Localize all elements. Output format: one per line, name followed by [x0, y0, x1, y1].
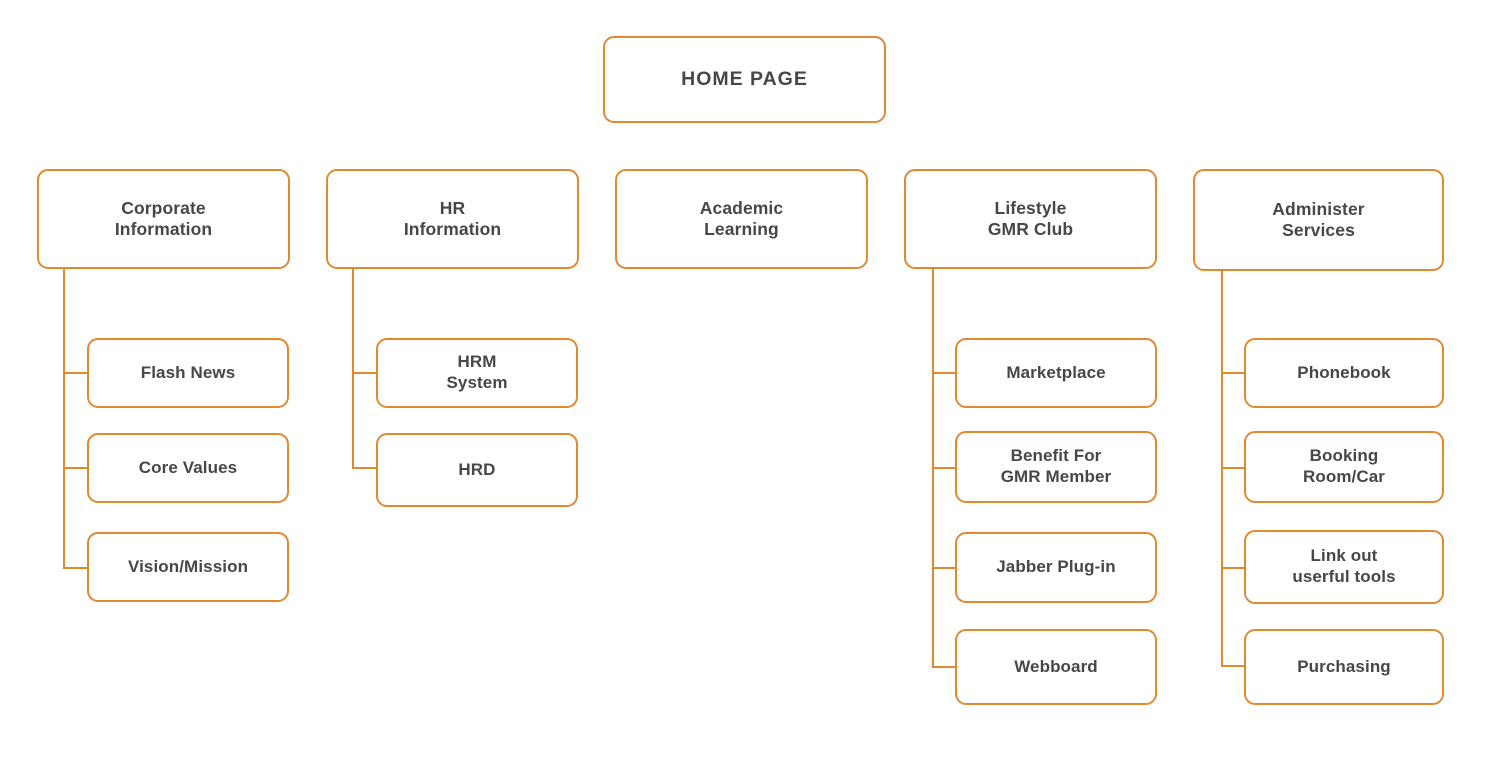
connector-stub-benefit-for-gmr-member — [932, 467, 957, 469]
node-label: Flash News — [140, 362, 236, 382]
connector-stub-jabber-plug-in — [932, 567, 957, 569]
connector-trunk-corporate-information — [63, 269, 65, 569]
node-booking-room-car[interactable]: Booking Room/Car — [1244, 431, 1444, 503]
connector-stub-hrm-system — [352, 372, 377, 374]
node-label: Jabber Plug-in — [996, 557, 1116, 577]
node-label: Webboard — [1014, 656, 1098, 676]
connector-stub-webboard — [932, 666, 957, 668]
node-label: Purchasing — [1297, 656, 1391, 676]
node-label: HOME PAGE — [681, 67, 808, 90]
node-webboard[interactable]: Webboard — [955, 629, 1157, 705]
node-marketplace[interactable]: Marketplace — [955, 338, 1157, 408]
node-label: Phonebook — [1297, 362, 1391, 382]
node-label: Core Values — [138, 457, 238, 477]
node-label: HRD — [458, 459, 496, 479]
node-label: Booking Room/Car — [1302, 446, 1386, 486]
node-hr-information[interactable]: HR Information — [326, 169, 579, 269]
node-hrd[interactable]: HRD — [376, 433, 578, 507]
node-label: Marketplace — [1006, 362, 1106, 382]
node-corporate-information[interactable]: Corporate Information — [37, 169, 290, 269]
connector-stub-phonebook — [1221, 372, 1246, 374]
node-phonebook[interactable]: Phonebook — [1244, 338, 1444, 408]
node-vision-mission[interactable]: Vision/Mission — [87, 532, 289, 602]
node-administer-services[interactable]: Administer Services — [1193, 169, 1444, 271]
node-academic-learning[interactable]: Academic Learning — [615, 169, 868, 269]
node-flash-news[interactable]: Flash News — [87, 338, 289, 408]
node-label: Benefit For GMR Member — [1000, 446, 1112, 486]
node-link-out-userful-tools[interactable]: Link out userful tools — [1244, 530, 1444, 604]
node-purchasing[interactable]: Purchasing — [1244, 629, 1444, 705]
node-label: Administer Services — [1272, 198, 1365, 240]
node-label: Lifestyle GMR Club — [987, 197, 1074, 239]
node-label: Academic Learning — [699, 197, 784, 239]
connector-trunk-hr-information — [352, 269, 354, 469]
node-label: Vision/Mission — [127, 556, 249, 576]
node-label: HR Information — [403, 197, 502, 239]
connector-stub-purchasing — [1221, 665, 1246, 667]
connector-stub-flash-news — [63, 372, 88, 374]
connector-stub-marketplace — [932, 372, 957, 374]
connector-stub-hrd — [352, 467, 377, 469]
connector-stub-vision-mission — [63, 567, 88, 569]
node-lifestyle-gmr-club[interactable]: Lifestyle GMR Club — [904, 169, 1157, 269]
node-hrm-system[interactable]: HRM System — [376, 338, 578, 408]
node-jabber-plug-in[interactable]: Jabber Plug-in — [955, 532, 1157, 603]
connector-stub-core-values — [63, 467, 88, 469]
connector-stub-link-out-userful-tools — [1221, 567, 1246, 569]
node-label: Link out userful tools — [1292, 546, 1396, 586]
node-home-page[interactable]: HOME PAGE — [603, 36, 886, 123]
node-label: HRM System — [446, 352, 508, 392]
node-benefit-for-gmr-member[interactable]: Benefit For GMR Member — [955, 431, 1157, 503]
node-label: Corporate Information — [114, 197, 213, 239]
connector-stub-booking-room-car — [1221, 467, 1246, 469]
connector-trunk-administer-services — [1221, 271, 1223, 667]
node-core-values[interactable]: Core Values — [87, 433, 289, 503]
